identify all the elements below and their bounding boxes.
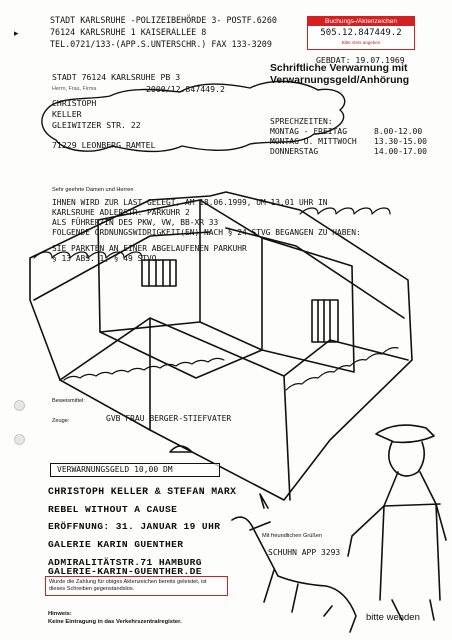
office-hours-time: 8.00-12.00	[374, 127, 423, 136]
handwritten-line: REBEL WITHOUT A CAUSE	[48, 504, 178, 515]
signature-line: SCHUHN APP 3293	[268, 548, 341, 557]
office-hours-days: MONTAG - FREITAG	[270, 127, 348, 136]
fold-mark-icon: ▸	[14, 28, 19, 38]
recipient-city: 71229 LEONBERG RAMTEL	[52, 140, 156, 150]
reference-number: 505.12.847449.2	[320, 28, 402, 38]
birth-date: GEBDAT: 19.07.1969	[316, 55, 405, 65]
hint-text: Keine Eintragung in das Verkehrszentralr…	[48, 619, 182, 625]
sender-header-line3: TEL.0721/133-(APP.S.UNTERSCHR.) FAX 133-…	[50, 39, 272, 49]
fine-box: VERWARNUNGSGELD 10,00 DM	[50, 463, 220, 477]
closing-regards: Mit freundlichen Grüßen	[262, 533, 323, 539]
reference-subtext: Bitte stets angeben	[341, 40, 381, 45]
handwritten-line: ADMIRALITÄTSTR.71 HAMBURG	[48, 557, 202, 568]
office-hours-time: 14.00-17.00	[374, 147, 427, 156]
body-line: SIE PARKTEN AN EINER ABGELAUFENEN PARKUH…	[52, 244, 247, 253]
office-hours-days: MONTAG U. MITTWOCH	[270, 137, 357, 146]
recipient-name2: KELLER	[52, 109, 82, 119]
hint-label: Hinweis:	[48, 611, 72, 617]
page-turn-note: bitte wenden	[366, 612, 420, 623]
evidence-label: Beweismittel:	[52, 398, 85, 404]
payment-note: Wurde die Zahlung für obiges Aktenzeiche…	[45, 576, 228, 596]
document-title-line1: Schriftliche Verwarnung mit	[270, 63, 408, 74]
handwritten-line: GALERIE KARIN GUENTHER	[48, 539, 184, 550]
document-title-line2: Verwarnungsgeld/Anhörung	[270, 75, 410, 86]
handwritten-line: ERÖFFNUNG: 31. JANUAR 19 UHR	[48, 521, 221, 532]
case-number: 2000/12.847449.2	[146, 84, 225, 94]
body-line: KARLSRUHE ADLERSTR. PARKUHR 2	[52, 208, 190, 217]
body-line: § 13 ABS. 1, § 49 STVO.	[52, 254, 162, 263]
recipient-street: GLEIWITZER STR. 22	[52, 120, 141, 130]
witness-value: GVB FRAU BERGER-STIEFVATER	[106, 414, 232, 423]
barred-window-left	[141, 259, 177, 287]
dog-figure	[231, 493, 357, 633]
cloud-outline	[41, 80, 346, 153]
body-line: ALS FÜHRER/IN DES PKW, VW, BB-XR 33	[52, 218, 219, 227]
witness-label: Zeuge:	[52, 418, 70, 424]
body-line: IHNEN WIRD ZUR LAST GELEGT, AM 18.06.199…	[52, 198, 328, 207]
office-hours-label: SPRECHZEITEN:	[270, 117, 333, 126]
fine-amount: VERWARNUNGSGELD 10,00 DM	[57, 465, 173, 474]
recipient-name1: CHRISTOPH	[52, 98, 97, 108]
sender-header-line2: 76124 KARLSRUHE 1 KAISERALLEE 8	[50, 27, 207, 37]
sender-header-line1: STADT KARLSRUHE -POLIZEIBEHÖRDE 3- POSTF…	[50, 15, 277, 25]
return-address: STADT 76124 KARLSRUHE PB 3	[52, 72, 181, 82]
office-hours-time: 13.30-15.00	[374, 137, 427, 146]
reference-label: Buchungs-/Aktenzeichen	[308, 17, 414, 26]
handwritten-line: CHRISTOPH KELLER & STEFAN MARX	[48, 486, 237, 497]
handwritten-line: GALERIE-KARIN-GUENTHER.DE	[48, 566, 202, 577]
punch-hole	[14, 434, 25, 445]
greeting: Sehr geehrte Damen und Herren	[52, 187, 134, 193]
punch-hole	[14, 400, 25, 411]
barred-window-right	[311, 299, 339, 343]
guard-figure	[375, 424, 435, 444]
rock	[169, 445, 193, 453]
reference-box: Buchungs-/Aktenzeichen 505.12.847449.2 B…	[307, 16, 415, 50]
body-line: FOLGENDE ORDNUNGSWIDRIGKEIT(EN) NACH § 2…	[52, 228, 361, 237]
office-hours-days: DONNERSTAG	[270, 147, 319, 156]
salutation-label: Herrn, Frau, Firma	[52, 86, 97, 92]
